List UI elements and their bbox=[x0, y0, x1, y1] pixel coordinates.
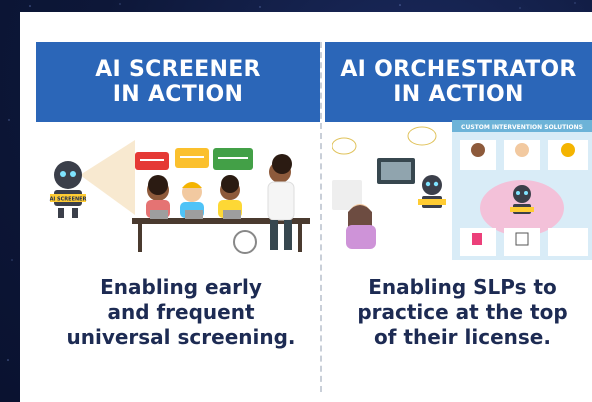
classroom-table bbox=[132, 218, 310, 224]
solutions-panel-title: CUSTOM INTERVENTION SOLUTIONS bbox=[461, 124, 583, 131]
screener-caption-line3: universal screening. bbox=[66, 325, 296, 349]
screener-caption-line1: Enabling early bbox=[100, 275, 262, 299]
wheelchair-wheel bbox=[233, 230, 257, 254]
ai-orchestrator-subtitle: IN ACTION bbox=[393, 82, 524, 107]
orchestrator-caption-line3: of their license. bbox=[374, 325, 551, 349]
screener-caption: Enabling early and frequent universal sc… bbox=[50, 275, 312, 350]
solution-tiles bbox=[460, 140, 588, 256]
ai-screener-title: AI SCREENER bbox=[95, 57, 261, 82]
scan-beam bbox=[80, 140, 135, 215]
robot-icon bbox=[418, 175, 446, 208]
ai-orchestrator-title: AI ORCHESTRATOR bbox=[340, 57, 577, 82]
orchestrator-caption-line1: Enabling SLPs to bbox=[368, 275, 557, 299]
orchestrator-caption: Enabling SLPs to practice at the top of … bbox=[333, 275, 592, 350]
robot-icon: AI SCREENER bbox=[50, 161, 87, 218]
ai-screener-header: AI SCREENER IN ACTION bbox=[36, 42, 320, 122]
robot-badge-label: AI SCREENER bbox=[50, 197, 87, 203]
orchestrator-caption-line2: practice at the top bbox=[357, 300, 568, 324]
panel-divider bbox=[320, 42, 322, 392]
child-figure bbox=[346, 204, 376, 249]
ai-screener-subtitle: IN ACTION bbox=[112, 82, 244, 107]
screener-caption-line2: and frequent bbox=[107, 300, 255, 324]
orchestrator-illustration: CUSTOM INTERVENTION SOLUTIONS bbox=[332, 120, 592, 260]
center-robot-icon bbox=[510, 185, 534, 214]
ai-orchestrator-header: AI ORCHESTRATOR IN ACTION bbox=[325, 42, 592, 122]
screener-illustration: AI SCREENER bbox=[50, 140, 310, 254]
